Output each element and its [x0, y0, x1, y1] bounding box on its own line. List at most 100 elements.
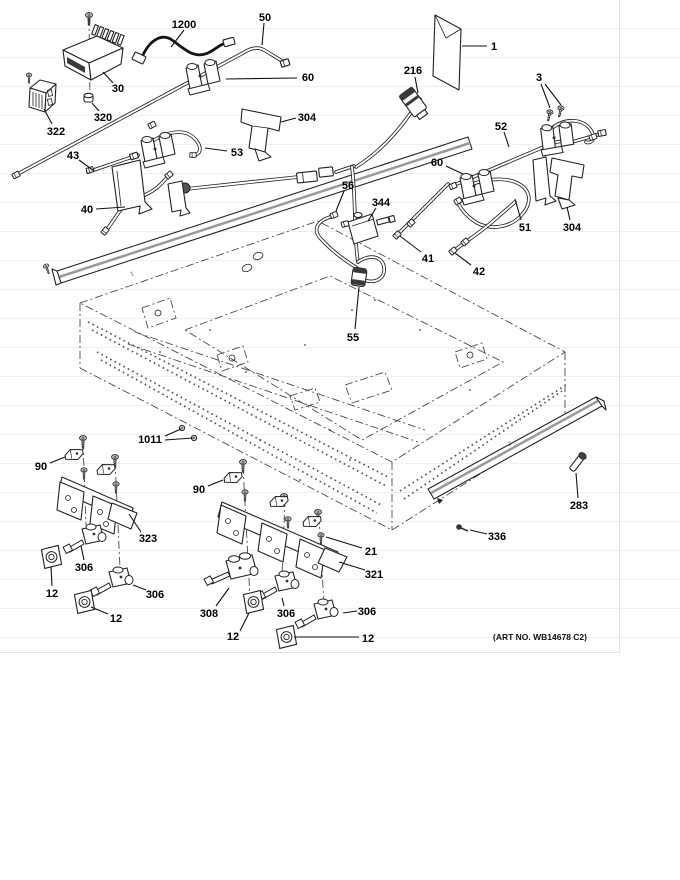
leader-line-3 [544, 83, 562, 106]
valve-344 [340, 211, 396, 245]
leader-line-320 [91, 102, 100, 112]
tube-42 [451, 201, 516, 253]
fitting-55 [350, 266, 368, 288]
callout-283: 283 [570, 500, 588, 512]
callout-90: 90 [35, 461, 47, 473]
leader-line-306 [80, 545, 85, 561]
leader-line-12 [50, 566, 53, 587]
leader-line-1011 [164, 437, 194, 441]
bezel-12 [40, 544, 63, 570]
wire-harness-1200 [131, 35, 236, 65]
union-fitting [296, 166, 334, 184]
tube-50 [13, 47, 288, 177]
screw-336 [456, 524, 469, 532]
leader-line-50 [261, 22, 265, 46]
chassis-rivet-dots [159, 299, 471, 481]
leader-line-304 [280, 117, 297, 123]
leader-line-323 [128, 513, 142, 533]
leader-line-21 [325, 536, 363, 549]
callout-60: 60 [302, 72, 314, 84]
bracket-strip-right [532, 156, 557, 206]
bracket-304-right [549, 157, 585, 210]
leader-line-55 [354, 286, 360, 330]
callout-90: 90 [193, 484, 205, 496]
leader-line-90 [49, 456, 66, 464]
leader-line-52 [503, 131, 510, 148]
valve-306 [89, 566, 134, 597]
callout-51: 51 [519, 222, 531, 234]
callout-321: 321 [365, 569, 383, 581]
manifold-pipe [185, 176, 299, 190]
valve-loop-tube [551, 119, 595, 144]
bezel-12 [275, 624, 298, 650]
leader-line-3 [540, 83, 551, 109]
leader-line-40 [95, 206, 126, 210]
callout-1200: 1200 [172, 19, 196, 31]
callout-304: 304 [298, 112, 317, 124]
callout-306: 306 [146, 589, 164, 601]
leader-line-322 [43, 108, 53, 125]
manifold-assembly-321 [203, 459, 348, 650]
callout-55: 55 [347, 332, 359, 344]
clip-90 [222, 470, 244, 485]
nut-320 [83, 92, 94, 103]
tube-51 [456, 178, 530, 228]
fitting-216 [399, 87, 429, 121]
tube-43 [87, 154, 139, 173]
valve-306 [62, 523, 107, 554]
valve-60-top [185, 58, 221, 96]
leader-line-216 [414, 76, 419, 94]
valve-306 [294, 598, 339, 629]
bracket-strip-mid [167, 180, 191, 217]
module-terminals [91, 24, 125, 46]
valve-306 [255, 570, 300, 601]
callout-21: 21 [365, 546, 377, 558]
callout-306: 306 [358, 606, 376, 618]
leader-line-90 [207, 479, 224, 487]
callout-43: 43 [67, 150, 79, 162]
callout-60: 60 [431, 157, 443, 169]
callout-41: 41 [422, 253, 434, 265]
leader-line-306 [132, 584, 147, 591]
callout-52: 52 [495, 121, 507, 133]
callout-40: 40 [81, 204, 93, 216]
manifold-hook [357, 256, 385, 283]
callout-42: 42 [473, 266, 485, 278]
callout-323: 323 [139, 533, 157, 545]
callout-336: 336 [488, 531, 506, 543]
range-chassis [78, 220, 567, 531]
valve-308 [203, 552, 259, 586]
callout-308: 308 [200, 608, 218, 620]
leader-line-1200 [170, 29, 185, 48]
leader-line-43 [78, 159, 95, 172]
callout-12: 12 [227, 631, 239, 643]
clip-90 [63, 447, 85, 462]
rail-mark-1: 1 [130, 271, 136, 278]
leader-line-321 [338, 561, 366, 571]
manifold-drop-pipe [351, 166, 359, 263]
front-sill-rail: 2 [427, 396, 607, 504]
callout-322: 322 [47, 126, 65, 138]
rail-mark-2: 2 [507, 441, 513, 448]
leader-line-56 [335, 190, 345, 212]
callout-344: 344 [372, 197, 391, 209]
leader-line-30 [102, 71, 114, 84]
callout-216: 216 [404, 65, 422, 77]
chassis-bracket [141, 297, 488, 411]
bracket-304-top [240, 108, 282, 162]
callout-53: 53 [231, 147, 243, 159]
spark-module-30 [62, 12, 125, 103]
leader-line-60 [225, 77, 298, 80]
tube-fittings [11, 58, 607, 288]
clip-90 [95, 462, 117, 477]
pin-283 [569, 452, 587, 472]
leader-line-306 [281, 597, 285, 607]
callout-12: 12 [110, 613, 122, 625]
screws-3 [544, 104, 565, 122]
callout-306: 306 [75, 562, 93, 574]
leader-line-51 [514, 198, 522, 221]
manifold-assembly-323 [40, 435, 138, 615]
callout-56: 56 [342, 180, 354, 192]
